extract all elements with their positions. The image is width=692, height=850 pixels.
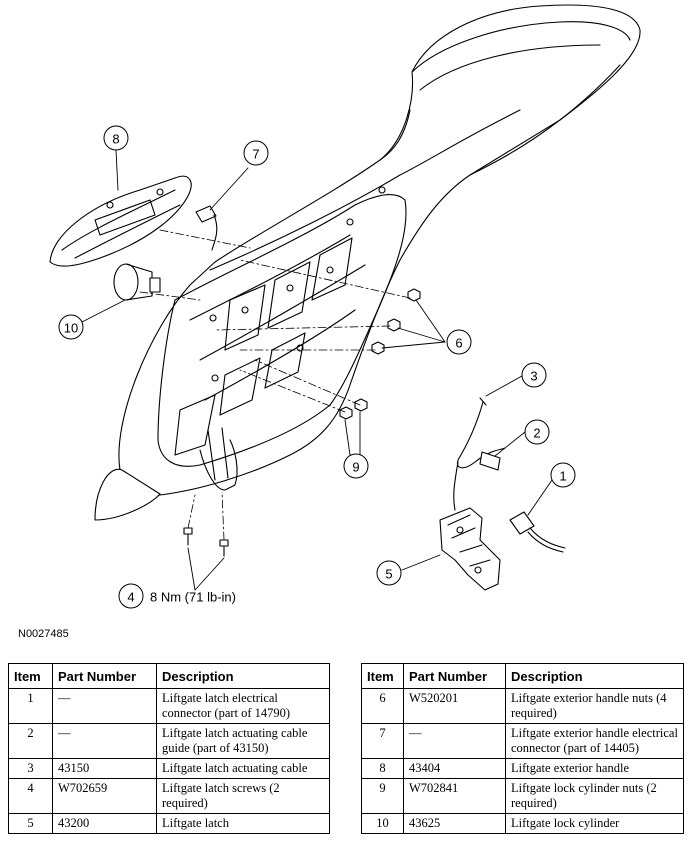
parts-table-left: Item Part Number Description 1 — Liftgat…: [8, 663, 330, 834]
header-part-number: Part Number: [52, 663, 157, 689]
liftgate-exploded-diagram: 8 7 10 6 9 3 2 1 5 4 8 Nm (71 lb-in): [49, 4, 641, 609]
part-number-cell: 43150: [52, 758, 157, 779]
table-row: 9 W702841 Liftgate lock cylinder nuts (2…: [361, 778, 684, 814]
figure-id: N0027485: [18, 628, 69, 640]
header-description: Description: [505, 663, 684, 689]
table-row: 1 — Liftgate latch electrical connector …: [8, 688, 330, 724]
item-cell: 7: [361, 723, 404, 759]
description-cell: Liftgate latch actuating cable: [156, 758, 330, 779]
item-cell: 4: [8, 778, 53, 814]
header-description: Description: [156, 663, 330, 689]
table-row: 3 43150 Liftgate latch actuating cable: [8, 758, 330, 779]
item-cell: 2: [8, 723, 53, 759]
description-cell: Liftgate latch: [156, 813, 330, 834]
liftgate-panel: [94, 4, 641, 521]
table-header-row: Item Part Number Description: [361, 663, 684, 689]
item-cell: 3: [8, 758, 53, 779]
table-row: 4 W702659 Liftgate latch screws (2 requi…: [8, 778, 330, 814]
table-row: 2 — Liftgate latch actuating cable guide…: [8, 723, 330, 759]
exterior-handle-part: [49, 175, 192, 267]
description-cell: Liftgate lock cylinder nuts (2 required): [505, 778, 684, 814]
callout-4: 4: [127, 590, 134, 605]
callout-10: 10: [64, 321, 78, 336]
leader-lines: [81, 149, 553, 591]
torque-spec: 8 Nm (71 lb-in): [150, 590, 236, 605]
table-row: 7 — Liftgate exterior handle electrical …: [361, 723, 684, 759]
part-number-cell: W702841: [403, 778, 506, 814]
callout-1: 1: [559, 469, 566, 484]
header-item: Item: [361, 663, 404, 689]
part-number-cell: 43625: [403, 813, 506, 834]
callout-8: 8: [112, 132, 119, 147]
callout-5: 5: [385, 567, 392, 582]
latch-screws-part: [183, 527, 229, 557]
part-number-cell: W702659: [52, 778, 157, 814]
table-row: 8 43404 Liftgate exterior handle: [361, 758, 684, 779]
description-cell: Liftgate exterior handle: [505, 758, 684, 779]
table-row: 10 43625 Liftgate lock cylinder: [361, 813, 684, 834]
description-cell: Liftgate exterior handle nuts (4 require…: [505, 688, 684, 724]
parts-table-right: Item Part Number Description 6 W520201 L…: [361, 663, 684, 834]
table-row: 5 43200 Liftgate latch: [8, 813, 330, 834]
description-cell: Liftgate exterior handle electrical conn…: [505, 723, 684, 759]
description-cell: Liftgate lock cylinder: [505, 813, 684, 834]
item-cell: 10: [361, 813, 404, 834]
description-cell: Liftgate latch electrical connector (par…: [156, 688, 330, 724]
callout-6: 6: [455, 336, 462, 351]
header-part-number: Part Number: [403, 663, 506, 689]
callout-9: 9: [352, 460, 359, 475]
callout-circles: [58, 125, 576, 609]
callout-2: 2: [533, 426, 540, 441]
part-number-cell: —: [52, 723, 157, 759]
alignment-lines: [139, 229, 411, 541]
part-number-cell: 43404: [403, 758, 506, 779]
part-number-cell: W520201: [403, 688, 506, 724]
table-header-row: Item Part Number Description: [8, 663, 330, 689]
cable-guide-part: [479, 451, 501, 471]
item-cell: 9: [361, 778, 404, 814]
description-cell: Liftgate latch actuating cable guide (pa…: [156, 723, 330, 759]
actuating-cable-part: [453, 397, 506, 511]
part-number-cell: —: [403, 723, 506, 759]
latch-connector-part: [509, 511, 566, 553]
table-row: 6 W520201 Liftgate exterior handle nuts …: [361, 688, 684, 724]
item-cell: 1: [8, 688, 53, 724]
header-item: Item: [8, 663, 53, 689]
item-cell: 5: [8, 813, 53, 834]
item-cell: 6: [361, 688, 404, 724]
lock-cylinder-part: [113, 263, 161, 301]
handle-nuts-part: [371, 288, 421, 355]
liftgate-latch-part: [439, 507, 501, 591]
part-number-cell: —: [52, 688, 157, 724]
lock-cylinder-nuts-part: [339, 398, 368, 420]
callout-3: 3: [530, 369, 537, 384]
handle-connector-part: [195, 205, 218, 251]
description-cell: Liftgate latch screws (2 required): [156, 778, 330, 814]
item-cell: 8: [361, 758, 404, 779]
part-number-cell: 43200: [52, 813, 157, 834]
callout-7: 7: [252, 147, 259, 162]
